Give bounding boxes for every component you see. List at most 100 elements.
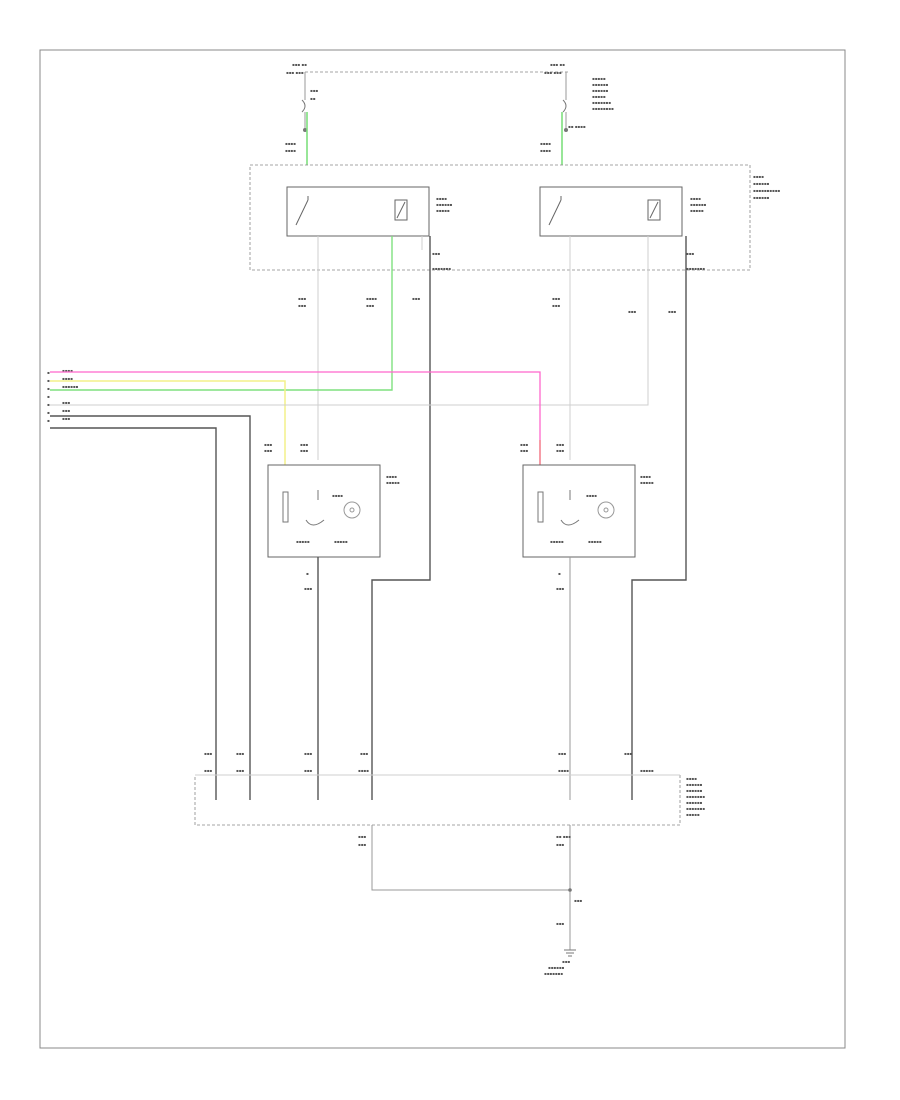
svg-text:▪▪▪: ▪▪▪ bbox=[668, 309, 676, 314]
svg-text:▪▪▪: ▪▪▪ bbox=[304, 751, 312, 756]
svg-text:▪▪▪▪: ▪▪▪▪ bbox=[358, 768, 369, 773]
svg-text:▪▪▪▪▪▪▪: ▪▪▪▪▪▪▪ bbox=[686, 806, 705, 811]
svg-text:▪▪▪: ▪▪▪ bbox=[358, 842, 366, 847]
svg-text:▪▪▪: ▪▪▪ bbox=[556, 842, 564, 847]
right-headlamp: ▪▪▪▪ ▪▪▪▪▪ ▪▪▪▪▪ ▪▪▪▪ ▪▪▪▪▪ bbox=[267, 464, 400, 558]
wire-ground-left bbox=[371, 825, 570, 891]
svg-text:▪▪▪▪: ▪▪▪▪ bbox=[436, 196, 447, 201]
svg-text:▪▪▪: ▪▪▪ bbox=[628, 309, 636, 314]
wire-right-relay-black bbox=[371, 236, 431, 800]
svg-text:▪▪▪: ▪▪▪ bbox=[556, 586, 564, 591]
svg-text:▪▪▪▪▪: ▪▪▪▪▪ bbox=[592, 94, 606, 99]
wire-black-2 bbox=[50, 427, 217, 800]
svg-text:▪▪▪▪▪: ▪▪▪▪▪ bbox=[640, 480, 654, 485]
svg-text:▪▪▪▪: ▪▪▪▪ bbox=[62, 368, 73, 373]
svg-text:▪▪▪: ▪▪▪ bbox=[304, 768, 312, 773]
fuse-left: ▪▪▪ ▪▪ ▪▪▪ ▪▪▪ ▪▪▪ ▪▪ bbox=[286, 62, 318, 132]
svg-text:▪▪▪▪: ▪▪▪▪ bbox=[540, 141, 551, 146]
wire-left-relay-black bbox=[631, 236, 687, 800]
svg-text:▪▪▪: ▪▪▪ bbox=[556, 448, 564, 453]
svg-text:▪▪▪: ▪▪▪ bbox=[624, 751, 632, 756]
svg-text:▪▪▪▪: ▪▪▪▪ bbox=[366, 296, 377, 301]
svg-text:▪▪▪ ▪▪: ▪▪▪ ▪▪ bbox=[550, 62, 565, 67]
wire-left-relay-gray bbox=[50, 236, 649, 406]
svg-text:▪: ▪ bbox=[47, 402, 50, 407]
svg-text:▪▪▪▪▪: ▪▪▪▪▪ bbox=[592, 76, 606, 81]
svg-text:▪▪▪: ▪▪▪ bbox=[552, 303, 560, 308]
svg-text:▪▪▪: ▪▪▪ bbox=[552, 296, 560, 301]
svg-text:▪▪▪▪▪▪: ▪▪▪▪▪▪ bbox=[62, 384, 79, 389]
svg-text:▪▪▪▪: ▪▪▪▪ bbox=[285, 148, 296, 153]
svg-text:▪▪ ▪▪▪: ▪▪ ▪▪▪ bbox=[556, 834, 571, 839]
svg-text:▪▪▪▪▪: ▪▪▪▪▪ bbox=[690, 208, 704, 213]
svg-text:▪: ▪ bbox=[47, 370, 50, 375]
junction-block bbox=[194, 774, 681, 826]
svg-text:▪▪▪▪▪▪: ▪▪▪▪▪▪ bbox=[592, 82, 609, 87]
svg-text:▪▪▪: ▪▪▪ bbox=[62, 400, 70, 405]
svg-text:▪▪▪▪▪: ▪▪▪▪▪ bbox=[296, 539, 310, 544]
svg-text:▪▪▪: ▪▪▪ bbox=[556, 921, 564, 926]
svg-text:▪▪▪: ▪▪▪ bbox=[62, 408, 70, 413]
svg-text:▪▪▪▪▪▪: ▪▪▪▪▪▪ bbox=[753, 181, 770, 186]
svg-text:▪▪▪▪▪: ▪▪▪▪▪ bbox=[436, 208, 450, 213]
svg-text:▪▪▪▪▪▪: ▪▪▪▪▪▪ bbox=[753, 195, 770, 200]
svg-text:▪▪▪: ▪▪▪ bbox=[204, 768, 212, 773]
svg-text:▪: ▪ bbox=[47, 386, 50, 391]
svg-text:▪▪▪: ▪▪▪ bbox=[300, 442, 308, 447]
svg-text:▪▪▪ ▪▪▪: ▪▪▪ ▪▪▪ bbox=[544, 70, 562, 75]
svg-text:▪▪▪▪▪▪: ▪▪▪▪▪▪ bbox=[436, 202, 453, 207]
svg-text:▪▪▪ ▪▪▪: ▪▪▪ ▪▪▪ bbox=[286, 70, 304, 75]
left-headlamp: ▪▪▪▪ ▪▪▪▪▪ ▪▪▪▪▪ ▪▪▪▪ ▪▪▪▪▪ bbox=[522, 464, 654, 558]
svg-text:▪▪▪: ▪▪▪ bbox=[574, 898, 582, 903]
svg-text:▪▪▪▪: ▪▪▪▪ bbox=[386, 474, 397, 479]
svg-text:▪▪▪▪▪▪▪: ▪▪▪▪▪▪▪ bbox=[432, 266, 451, 271]
svg-text:▪▪▪: ▪▪▪ bbox=[558, 751, 566, 756]
svg-text:▪▪ ▪▪▪▪: ▪▪ ▪▪▪▪ bbox=[568, 124, 586, 129]
wire-black-1 bbox=[50, 415, 251, 800]
svg-text:▪▪▪▪▪▪: ▪▪▪▪▪▪ bbox=[592, 88, 609, 93]
svg-text:▪▪▪▪▪▪: ▪▪▪▪▪▪ bbox=[690, 202, 707, 207]
junction-labels: ▪▪▪ ▪▪▪ ▪▪▪ ▪▪▪ ▪▪▪ ▪▪▪ ▪▪▪ ▪▪▪ ▪▪▪ ▪▪▪▪… bbox=[204, 751, 705, 817]
svg-text:▪▪▪: ▪▪▪ bbox=[366, 303, 374, 308]
svg-text:▪▪▪: ▪▪▪ bbox=[298, 296, 306, 301]
svg-text:▪▪▪▪▪: ▪▪▪▪▪ bbox=[588, 539, 602, 544]
svg-text:▪▪▪: ▪▪▪ bbox=[62, 416, 70, 421]
svg-text:▪▪▪▪: ▪▪▪▪ bbox=[586, 493, 597, 498]
svg-text:▪▪▪▪▪▪: ▪▪▪▪▪▪ bbox=[686, 782, 703, 787]
wire-yellow bbox=[50, 380, 286, 465]
svg-text:▪: ▪ bbox=[47, 394, 50, 399]
svg-text:▪: ▪ bbox=[47, 418, 50, 423]
svg-text:▪▪▪: ▪▪▪ bbox=[310, 88, 318, 93]
svg-text:▪▪▪: ▪▪▪ bbox=[358, 834, 366, 839]
svg-text:▪▪▪▪▪: ▪▪▪▪▪ bbox=[334, 539, 348, 544]
svg-text:▪▪▪: ▪▪▪ bbox=[520, 448, 528, 453]
svg-text:▪▪▪▪▪▪▪▪▪▪: ▪▪▪▪▪▪▪▪▪▪ bbox=[753, 188, 780, 193]
svg-text:▪▪▪▪▪: ▪▪▪▪▪ bbox=[386, 480, 400, 485]
svg-text:▪▪▪▪▪: ▪▪▪▪▪ bbox=[686, 812, 700, 817]
svg-text:▪▪▪: ▪▪▪ bbox=[298, 303, 306, 308]
svg-text:▪▪▪: ▪▪▪ bbox=[264, 442, 272, 447]
svg-text:▪▪▪: ▪▪▪ bbox=[204, 751, 212, 756]
svg-text:▪▪▪: ▪▪▪ bbox=[520, 442, 528, 447]
svg-text:▪▪▪▪: ▪▪▪▪ bbox=[690, 196, 701, 201]
svg-text:▪▪▪: ▪▪▪ bbox=[236, 751, 244, 756]
svg-text:▪▪▪▪: ▪▪▪▪ bbox=[686, 776, 697, 781]
svg-text:▪▪▪▪▪▪▪: ▪▪▪▪▪▪▪ bbox=[592, 100, 611, 105]
svg-text:▪▪▪▪: ▪▪▪▪ bbox=[332, 493, 343, 498]
svg-text:▪▪▪▪▪▪▪: ▪▪▪▪▪▪▪ bbox=[686, 266, 705, 271]
fuse-right: ▪▪▪ ▪▪ ▪▪▪ ▪▪▪ ▪▪▪▪▪ ▪▪▪▪▪▪ ▪▪▪▪▪▪ ▪▪▪▪▪… bbox=[544, 62, 614, 132]
svg-text:▪▪▪: ▪▪▪ bbox=[304, 586, 312, 591]
svg-text:▪: ▪ bbox=[47, 378, 50, 383]
diagram-border bbox=[39, 49, 846, 1049]
left-headlamp-relay: ▪▪▪▪ ▪▪▪▪▪▪ ▪▪▪▪▪ bbox=[539, 186, 707, 237]
wire-pink bbox=[50, 371, 541, 465]
svg-text:▪▪▪: ▪▪▪ bbox=[432, 251, 440, 256]
svg-text:▪▪▪▪▪▪: ▪▪▪▪▪▪ bbox=[686, 788, 703, 793]
svg-text:▪▪▪: ▪▪▪ bbox=[236, 768, 244, 773]
ground-symbol: ▪▪▪ ▪▪▪▪▪▪ ▪▪▪▪▪▪▪ bbox=[544, 949, 576, 976]
svg-text:▪▪▪: ▪▪▪ bbox=[264, 448, 272, 453]
svg-text:▪▪▪ ▪▪: ▪▪▪ ▪▪ bbox=[292, 62, 307, 67]
svg-text:▪▪▪▪: ▪▪▪▪ bbox=[753, 174, 764, 179]
svg-text:▪▪▪: ▪▪▪ bbox=[360, 751, 368, 756]
